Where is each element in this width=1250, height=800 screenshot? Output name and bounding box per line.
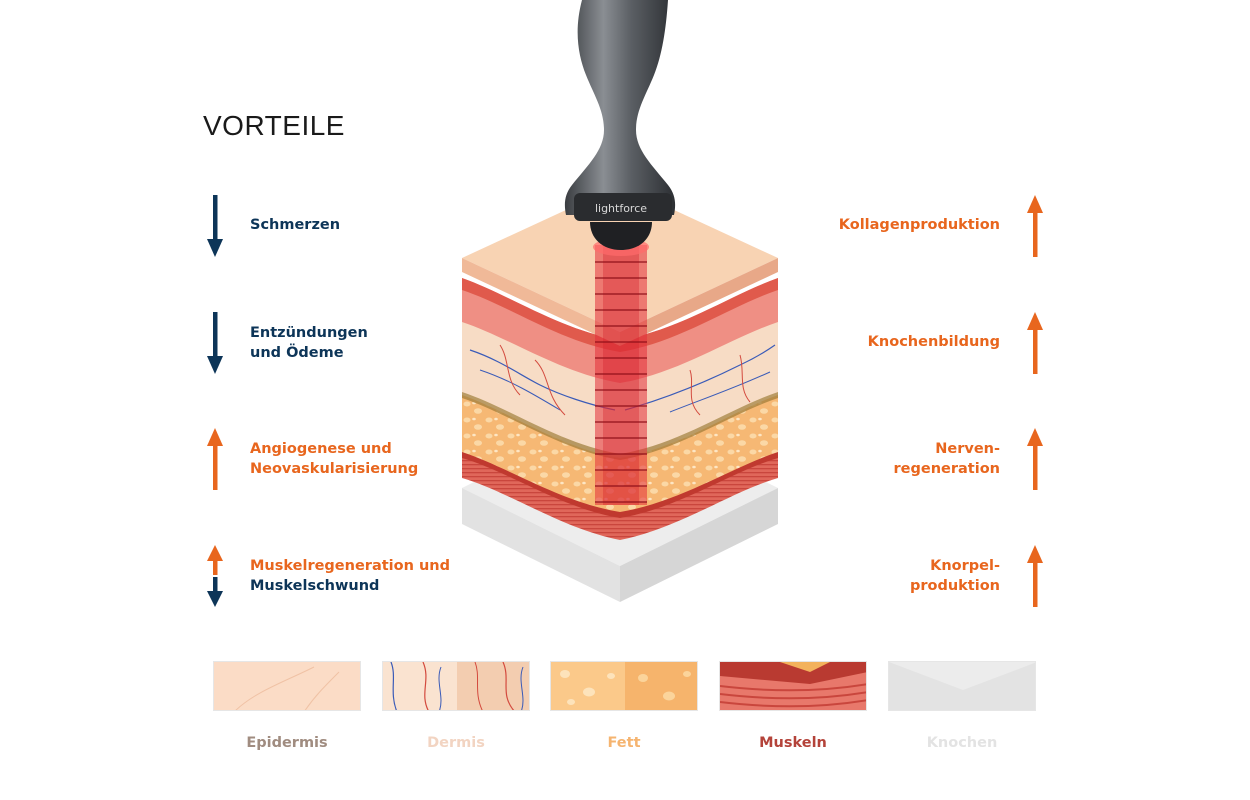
- fat-layer: [462, 388, 778, 512]
- benefit-line: Entzündungen: [250, 325, 368, 341]
- benefit-right-2: Knochenbildung: [868, 333, 1000, 353]
- benefit-line: produktion: [909, 577, 1000, 594]
- benefit-line: Nerven-: [935, 441, 1000, 457]
- layer-label-bone: Knochen: [926, 735, 998, 751]
- arrow-up-down-icon: [207, 545, 223, 607]
- layer-label-fat: Fett: [607, 735, 641, 751]
- benefit-line: Kollagenproduktion: [838, 217, 1000, 233]
- page-title: VORTEILE: [203, 110, 345, 141]
- epidermis-red-band: [462, 278, 778, 383]
- layer-label-muscle: Muskeln: [759, 735, 827, 751]
- swatch-bone: [888, 661, 1036, 711]
- arrow-up-icon: [1027, 195, 1043, 257]
- muscle-layer: [462, 448, 778, 540]
- swatch-muscle: [719, 661, 867, 711]
- arrow-down-icon: [207, 312, 223, 374]
- layer-label-epidermis: Epidermis: [246, 735, 328, 751]
- benefit-left-1: Schmerzen: [250, 216, 340, 236]
- swatch-epidermis: [213, 661, 361, 711]
- benefit-line: Neovaskularisierung: [250, 460, 419, 477]
- benefit-right-3: Nerven- regeneration: [894, 440, 1000, 479]
- laser-beam: [593, 238, 649, 505]
- tissue-layer-diagram: lightforce: [462, 0, 778, 602]
- benefit-line: Muskelschwund: [250, 577, 380, 594]
- benefit-left-4: Muskelregeneration und Muskelschwund: [250, 557, 450, 596]
- arrow-up-icon: [1027, 312, 1043, 374]
- benefit-line: Schmerzen: [250, 217, 341, 233]
- benefit-right-4: Knorpel- produktion: [910, 557, 1000, 596]
- benefit-line: Angiogenese und: [250, 441, 392, 457]
- swatch-dermis: [382, 661, 530, 711]
- arrow-down-icon: [207, 195, 223, 257]
- benefit-line: Knochenbildung: [867, 334, 1000, 350]
- benefit-line: regeneration: [893, 460, 1000, 477]
- benefit-left-3: Angiogenese und Neovaskularisierung: [250, 440, 418, 479]
- laser-handpiece: lightforce: [564, 0, 676, 250]
- benefit-left-2: Entzündungen und Ödeme: [250, 324, 368, 363]
- benefit-right-1: Kollagenproduktion: [839, 216, 1000, 236]
- swatch-fat: [550, 661, 698, 711]
- benefit-line: Knorpel-: [930, 558, 1000, 574]
- arrow-up-icon: [1027, 545, 1043, 607]
- benefit-line: und Ödeme: [250, 344, 344, 361]
- device-brand-label: lightforce: [595, 202, 647, 215]
- layer-label-dermis: Dermis: [427, 735, 485, 751]
- benefit-line: Muskelregeneration und: [250, 558, 450, 574]
- arrow-up-icon: [207, 428, 223, 490]
- arrow-up-icon: [1027, 428, 1043, 490]
